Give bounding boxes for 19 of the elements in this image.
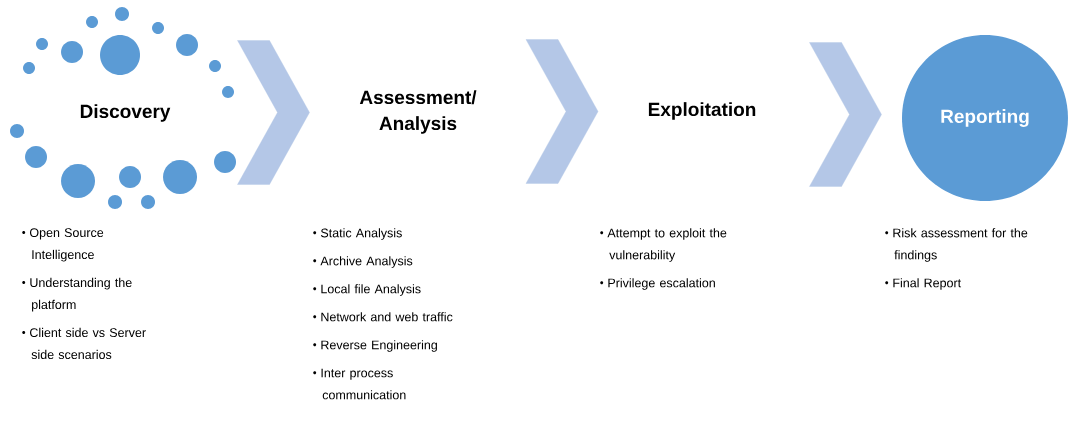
bullet-item: Open Source Intelligence	[22, 228, 104, 262]
bullet-item: Final Report	[885, 278, 962, 290]
bullet-item: Attempt to exploit the vulnerability	[600, 228, 727, 262]
bullet-item: Network and web traffic	[313, 312, 453, 322]
stage-heading: Discovery	[80, 104, 171, 122]
bullet-item: Reverse Engineering	[313, 340, 437, 352]
stage-heading: Assessment/ Analysis	[359, 90, 477, 134]
bullet-item: Risk assessment for the findings	[885, 228, 1028, 262]
chevron-arrow	[809, 42, 882, 187]
bullet-item: Client side vs Server side scenarios	[22, 327, 146, 360]
chevron-arrow	[237, 40, 310, 185]
bullet-item: Local file Analysis	[313, 284, 421, 296]
bullet-item: Archive Analysis	[313, 256, 413, 268]
bullet-item: Inter process communication	[313, 368, 406, 400]
stage-heading: Exploitation	[648, 102, 756, 120]
chevron-arrow	[525, 39, 599, 184]
bullet-item: Privilege escalation	[600, 278, 715, 290]
bullet-item: Understanding the platform	[22, 277, 132, 312]
bullet-item: Static Analysis	[313, 228, 402, 240]
